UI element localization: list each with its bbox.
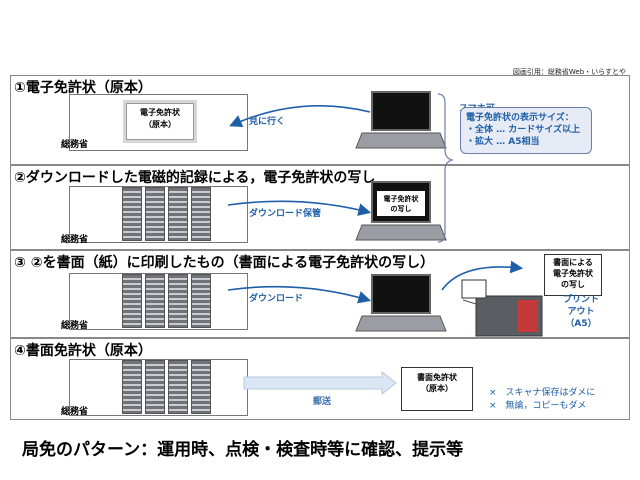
- doc-1-line-2: （原本）: [144, 120, 176, 129]
- agency-label-2: 総務省: [61, 235, 89, 245]
- agency-label-3: 総務省: [61, 321, 89, 331]
- footer-caption: 局免のパターン：運用時、点検・検査時等に確認、提示等: [22, 440, 464, 460]
- server-rack-4: [122, 360, 212, 414]
- arrow-view: [229, 105, 371, 127]
- callout-line-1: 電子免許状の表示サイズ：: [466, 113, 574, 123]
- panel-3-title: ③ ②を書面（紙）に印刷したもの（書面による電子免許状の写し）: [14, 255, 435, 271]
- printout-line-1: プリント: [563, 295, 600, 305]
- no-scan-note: × スキャナ保存はダメに: [489, 388, 596, 398]
- printer-icon: [461, 279, 543, 337]
- agency-label-1: 総務省: [61, 140, 89, 150]
- ministry-system-box-4: [69, 359, 248, 416]
- smartphone-brace: [437, 93, 455, 243]
- printout-label: プリント アウト （A5）: [563, 294, 599, 330]
- server-rack-2: [122, 187, 212, 241]
- license-document-1: 電子免許状 （原本）: [126, 103, 194, 140]
- arrow-label-3: ダウンロード: [249, 294, 304, 304]
- laptop-2-doc-line-1: 電子免許状: [384, 194, 420, 203]
- panel-1-title: ①電子免許状（原本）: [14, 80, 152, 96]
- no-copy-note: × 無論，コピーもダメ: [489, 401, 587, 411]
- panel-4-title: ④書面免許状（原本）: [14, 343, 152, 359]
- arrow-print: [441, 260, 524, 291]
- arrow-label-1: 見に行く: [249, 117, 286, 127]
- callout-line-2: ・全体 … カードサイズ以上: [466, 125, 580, 135]
- panel-printed-copy: ③ ②を書面（紙）に印刷したもの（書面による電子免許状の写し） 総務省 ダウンロ…: [10, 250, 630, 338]
- ministry-system-box-1: 電子免許状 （原本）: [69, 94, 248, 151]
- laptop-icon-2: [355, 181, 447, 241]
- image-credit: 図画引用：総務省Web・いらすとや: [512, 68, 626, 76]
- arrow-label-2: ダウンロード保管: [249, 209, 322, 219]
- laptop-2-doc-line-2: の写し: [391, 205, 412, 213]
- arrow-label-4: 郵送: [313, 397, 332, 407]
- server-rack-3: [122, 274, 212, 328]
- print-doc-line-2: 電子免許状: [553, 269, 593, 278]
- panel-2-title: ②ダウンロードした電磁的記録による，電子免許状の写し: [14, 170, 376, 186]
- mail-arrow: [243, 370, 397, 396]
- paper-doc-line-2: （原本）: [421, 384, 453, 393]
- print-doc-line-3: の写し: [561, 280, 585, 289]
- print-doc-line-1: 書面による: [553, 258, 593, 267]
- printout-line-3: （A5）: [565, 319, 597, 329]
- printed-copy-document: 書面による 電子免許状 の写し: [544, 254, 602, 296]
- paper-license-document: 書面免許状 （原本）: [401, 367, 473, 411]
- panel-paper-license: ④書面免許状（原本） 総務省 郵送 書面免許状 （原本） × スキャナ保存はダメ…: [10, 338, 630, 420]
- display-size-callout: 電子免許状の表示サイズ： ・全体 … カードサイズ以上 ・拡大 … A5相当: [460, 107, 592, 154]
- laptop-icon-3: [355, 274, 447, 332]
- ministry-system-box-3: [69, 273, 248, 330]
- printout-line-2: アウト: [567, 307, 595, 317]
- arrow-download: [227, 285, 372, 304]
- callout-line-3: ・拡大 … A5相当: [466, 137, 540, 147]
- arrow-download-save: [227, 200, 372, 216]
- doc-1-line-1: 電子免許状: [140, 108, 180, 117]
- paper-doc-line-1: 書面免許状: [417, 373, 457, 382]
- panel-downloaded-copy: ②ダウンロードした電磁的記録による，電子免許状の写し 総務省 ダウンロード保管: [10, 165, 630, 250]
- ministry-system-box-2: [69, 186, 248, 243]
- laptop-icon-1: [355, 91, 447, 149]
- agency-label-4: 総務省: [61, 407, 89, 417]
